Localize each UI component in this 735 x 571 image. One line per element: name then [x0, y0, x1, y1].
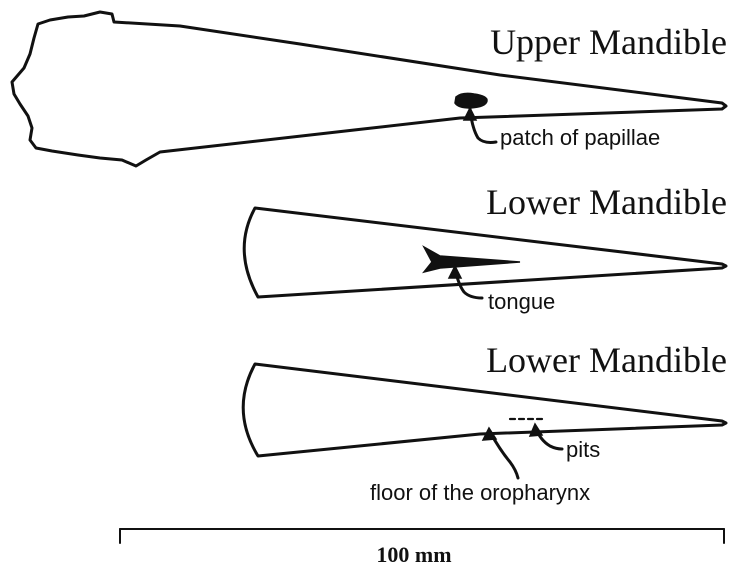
tongue-label: tongue — [488, 289, 555, 314]
lower-mandible-tongue-panel: Lower Mandible tongue — [244, 182, 727, 314]
lower-mandible-title-1: Lower Mandible — [486, 182, 727, 222]
upper-mandible-title: Upper Mandible — [490, 22, 727, 62]
pits-label: pits — [566, 437, 600, 462]
lower-mandible-title-2: Lower Mandible — [486, 340, 727, 380]
papillae-label: patch of papillae — [500, 125, 660, 150]
scale-bar: 100 mm — [120, 529, 724, 567]
papillae-arrowhead — [464, 108, 476, 120]
tongue-shape — [424, 247, 520, 272]
upper-mandible-panel: Upper Mandible patch of papillae — [12, 12, 727, 166]
papillae-leader-line — [470, 109, 496, 143]
pits-arrowhead — [530, 424, 542, 436]
lower-mandible-floor-panel: Lower Mandible pits floor of the orophar… — [243, 340, 727, 505]
floor-label: floor of the oropharynx — [370, 480, 590, 505]
papillae-patch — [455, 93, 487, 108]
scale-bar-label: 100 mm — [376, 542, 451, 567]
